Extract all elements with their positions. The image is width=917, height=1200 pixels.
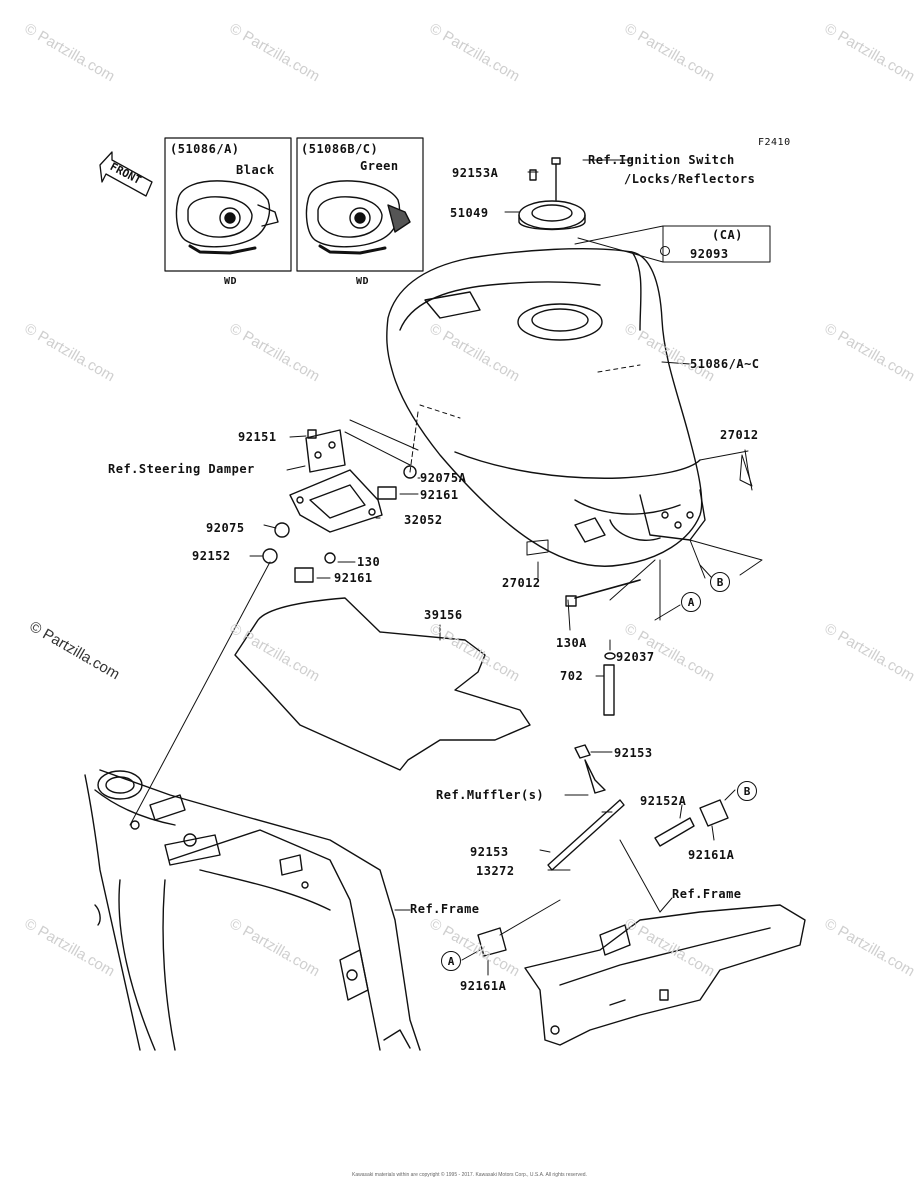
inset-tank-bc bbox=[305, 180, 411, 255]
inset-a-color: Black bbox=[236, 163, 275, 177]
label-39156: 39156 bbox=[424, 608, 463, 622]
rubber-92161-top bbox=[377, 486, 397, 500]
footer-copyright: Kawasaki materials within are copyright … bbox=[352, 1172, 587, 1178]
label-92161-bot: 92161 bbox=[334, 571, 373, 585]
label-92075A: 92075A bbox=[420, 471, 467, 485]
label-130: 130 bbox=[357, 555, 381, 569]
label-ref-ignition-2: /Locks/Reflectors bbox=[624, 172, 756, 186]
rear-subframe bbox=[524, 811, 806, 1046]
tube-702 bbox=[603, 664, 615, 716]
inset-bc-title: (51086B/C) bbox=[301, 142, 379, 156]
label-92151: 92151 bbox=[238, 430, 277, 444]
inset-tank-a bbox=[175, 180, 279, 255]
callout-b-upper: B bbox=[710, 572, 730, 592]
label-51086AC: 51086/A~C bbox=[690, 357, 760, 371]
label-702: 702 bbox=[560, 669, 584, 683]
collar-92075 bbox=[274, 522, 290, 538]
collar-92152 bbox=[262, 548, 278, 564]
clip-92037 bbox=[604, 652, 616, 660]
fuel-cap bbox=[518, 157, 586, 231]
collar-92152A bbox=[654, 817, 695, 847]
rubber-92161A-right bbox=[699, 799, 729, 827]
callout-b-lower: B bbox=[737, 781, 757, 801]
label-92153A: 92153A bbox=[452, 166, 499, 180]
label-92153-mid: 92153 bbox=[470, 845, 509, 859]
nut-130 bbox=[324, 552, 336, 564]
label-92161A-right: 92161A bbox=[688, 848, 735, 862]
inset-box-bc bbox=[296, 137, 424, 272]
label-92161-top: 92161 bbox=[420, 488, 459, 502]
inset-a-note: WD bbox=[224, 276, 238, 287]
clip-92153-top bbox=[574, 744, 591, 759]
label-92161A-left: 92161A bbox=[460, 979, 507, 993]
label-32052: 32052 bbox=[404, 513, 443, 527]
label-ref-ignition-1: Ref.Ignition Switch bbox=[588, 153, 735, 167]
bolt-130A bbox=[574, 579, 641, 599]
inset-a-title: (51086/A) bbox=[170, 142, 240, 156]
front-arrow bbox=[99, 151, 153, 197]
label-ref-frame-left: Ref.Frame bbox=[410, 902, 480, 916]
label-ref-muffler: Ref.Muffler(s) bbox=[436, 788, 545, 802]
main-frame bbox=[84, 769, 421, 1051]
collar-92075A bbox=[403, 465, 417, 479]
label-ref-steering: Ref.Steering Damper bbox=[108, 462, 255, 476]
label-27012-bot: 27012 bbox=[502, 576, 541, 590]
ca-title: (CA) bbox=[712, 228, 743, 242]
inset-bc-color: Green bbox=[360, 159, 399, 173]
label-92152: 92152 bbox=[192, 549, 231, 563]
label-27012-top: 27012 bbox=[720, 428, 759, 442]
rubber-92161-bot bbox=[294, 567, 314, 583]
bracket-32052 bbox=[289, 429, 383, 533]
label-92153-top: 92153 bbox=[614, 746, 653, 760]
fuel-tank bbox=[386, 247, 706, 567]
label-13272: 13272 bbox=[476, 864, 515, 878]
label-92037: 92037 bbox=[616, 650, 655, 664]
label-130A: 130A bbox=[556, 636, 587, 650]
callout-a-lower: A bbox=[441, 951, 461, 971]
figure-code: F2410 bbox=[758, 137, 791, 148]
label-92152A: 92152A bbox=[640, 794, 687, 808]
callout-a-upper: A bbox=[681, 592, 701, 612]
ca-part: 92093 bbox=[690, 247, 729, 261]
strap-13272 bbox=[547, 799, 625, 871]
pad-39156 bbox=[234, 597, 531, 771]
nut-92093 bbox=[660, 246, 670, 256]
label-ref-frame-right: Ref.Frame bbox=[672, 887, 742, 901]
inset-box-a bbox=[164, 137, 292, 272]
inset-bc-note: WD bbox=[356, 276, 370, 287]
label-51049: 51049 bbox=[450, 206, 489, 220]
label-92075: 92075 bbox=[206, 521, 245, 535]
rubber-92161A-left bbox=[477, 927, 507, 957]
